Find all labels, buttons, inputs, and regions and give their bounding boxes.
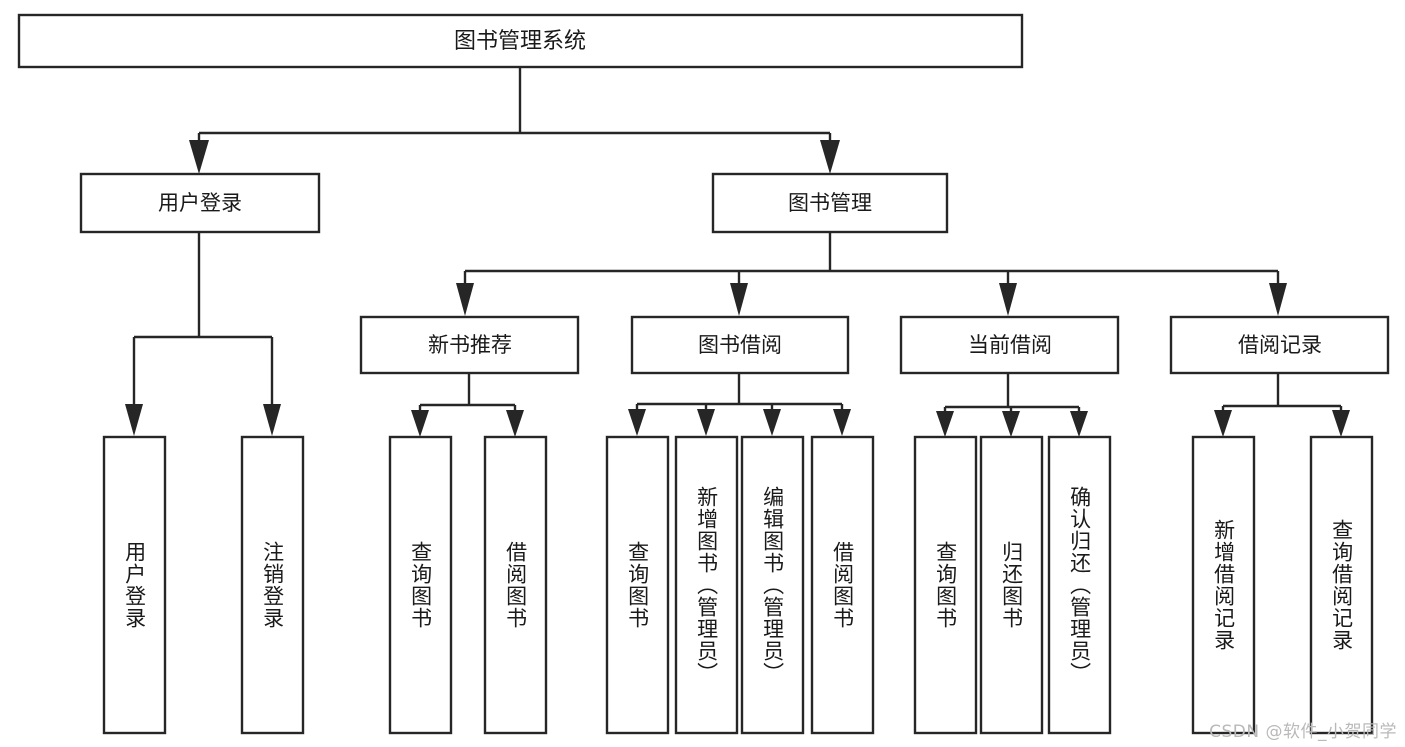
connector-group-borrow-record xyxy=(1214,373,1350,437)
arrow-head-leaf-return-book xyxy=(1002,411,1020,437)
node-leaf-add-record-box[interactable] xyxy=(1191,435,1256,735)
arrow-head-user-login xyxy=(189,140,209,174)
arrow-head-borrow-record xyxy=(1269,283,1287,316)
arrow-head-book-manage xyxy=(820,140,840,174)
node-borrow-record-box[interactable] xyxy=(1169,315,1390,375)
arrow-head-new-book-rec xyxy=(456,283,474,316)
arrow-head-leaf-query-record xyxy=(1332,410,1350,437)
arrow-head-current-borrow xyxy=(999,283,1017,316)
arrow-head-leaf-borrow-book-2 xyxy=(833,409,851,436)
arrow-head-leaf-user-login xyxy=(125,404,143,436)
node-leaf-borrow-book-1-box[interactable] xyxy=(483,435,548,735)
connector-group-book-manage xyxy=(456,232,1287,316)
node-user-login-box[interactable] xyxy=(79,172,321,234)
node-book-borrow[interactable]: 图书借阅 xyxy=(630,315,850,375)
node-leaf-borrow-book-2-box[interactable] xyxy=(810,435,875,735)
arrow-head-leaf-add-record xyxy=(1214,410,1232,437)
arrow-head-leaf-confirm-return xyxy=(1070,411,1088,437)
arrow-head-leaf-logout xyxy=(263,404,281,436)
node-leaf-edit-book-box[interactable] xyxy=(740,435,805,735)
node-new-book-rec-box[interactable] xyxy=(359,315,580,375)
connector-group-current-borrow xyxy=(936,373,1088,437)
node-borrow-record-label: 借阅记录 xyxy=(1238,333,1322,357)
node-root[interactable]: 图书管理系统 xyxy=(17,13,1024,69)
arrow-head-leaf-add-book xyxy=(697,409,715,436)
node-book-borrow-box[interactable] xyxy=(630,315,850,375)
node-current-borrow-label: 当前借阅 xyxy=(968,333,1052,357)
node-leaf-query-book-1-box[interactable] xyxy=(388,435,453,735)
node-book-borrow-label: 图书借阅 xyxy=(698,333,782,357)
watermark-text: CSDN @软件_小贺同学 xyxy=(1209,722,1397,742)
node-leaf-return-book-box[interactable] xyxy=(979,435,1044,735)
arrow-head-book-borrow xyxy=(730,283,748,316)
node-current-borrow[interactable]: 当前借阅 xyxy=(899,315,1120,375)
connector-group-new-book-rec xyxy=(411,373,524,437)
arrow-head-leaf-query-book-1 xyxy=(411,410,429,437)
node-root-label: 图书管理系统 xyxy=(454,29,586,54)
connector-group-book-borrow xyxy=(628,373,851,436)
node-current-borrow-box[interactable] xyxy=(899,315,1120,375)
node-user-login[interactable]: 用户登录 xyxy=(79,172,321,234)
node-book-manage-label: 图书管理 xyxy=(788,191,872,215)
connector-group-root xyxy=(189,67,840,174)
node-user-login-label: 用户登录 xyxy=(158,191,242,215)
node-leaf-query-book-3-box[interactable] xyxy=(913,435,978,735)
node-book-manage-box[interactable] xyxy=(711,172,949,234)
node-new-book-rec-label: 新书推荐 xyxy=(428,333,512,357)
node-book-manage[interactable]: 图书管理 xyxy=(711,172,949,234)
node-leaf-confirm-return-box[interactable] xyxy=(1047,435,1112,735)
node-leaf-logout-box[interactable] xyxy=(240,435,305,735)
arrow-head-leaf-query-book-2 xyxy=(628,409,646,436)
arrow-head-leaf-query-book-3 xyxy=(936,411,954,437)
node-borrow-record[interactable]: 借阅记录 xyxy=(1169,315,1390,375)
arrow-head-leaf-borrow-book-1 xyxy=(506,410,524,437)
node-leaf-query-record-box[interactable] xyxy=(1309,435,1374,735)
connector-group-user-login xyxy=(125,232,281,436)
node-leaf-add-book-box[interactable] xyxy=(674,435,739,735)
node-new-book-rec[interactable]: 新书推荐 xyxy=(359,315,580,375)
arrow-head-leaf-edit-book xyxy=(763,409,781,436)
node-leaf-user-login-box[interactable] xyxy=(102,435,167,735)
node-root-box[interactable] xyxy=(17,13,1024,69)
node-leaf-query-book-2-box[interactable] xyxy=(605,435,670,735)
